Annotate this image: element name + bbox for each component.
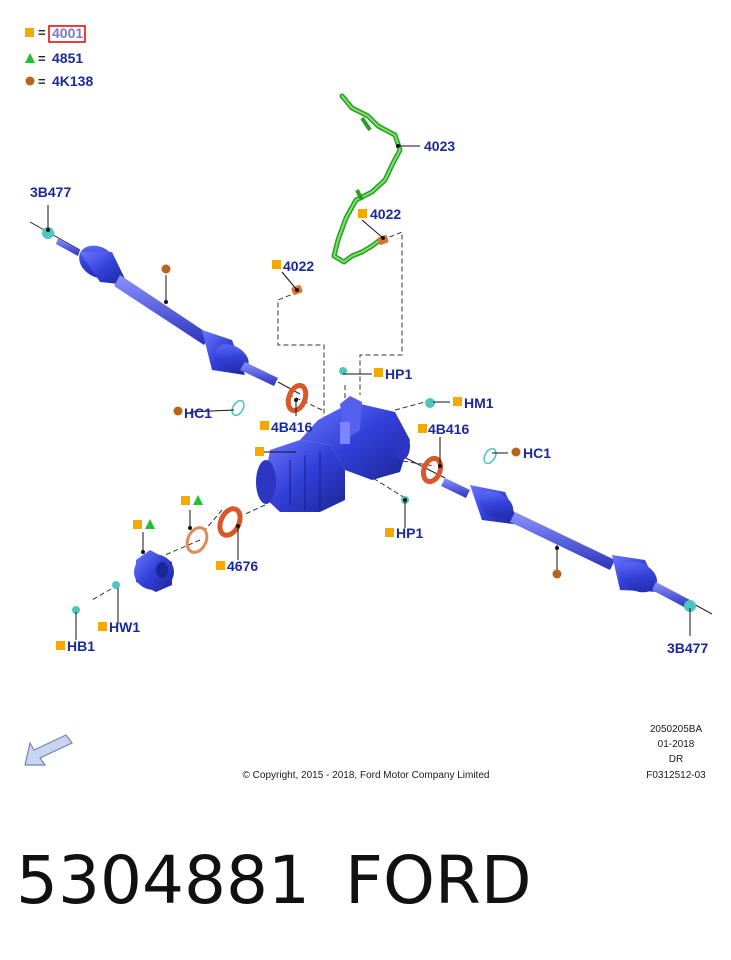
footer-date: 01-2018 xyxy=(658,739,695,750)
caption: 5304881 FORD xyxy=(16,842,532,919)
footer-code: 2050205BA xyxy=(650,724,703,735)
legend-eq-2: = xyxy=(38,51,46,66)
label-3B477-right: 3B477 xyxy=(667,640,708,656)
label-4B416-left: 4B416 xyxy=(271,419,312,435)
legend-code-4K138: 4K138 xyxy=(52,73,93,89)
legend: = 4001 = 4851 = 4K138 xyxy=(25,25,93,89)
front-arrow-icon xyxy=(24,734,73,766)
label-HC1-right: HC1 xyxy=(523,445,551,461)
differential-housing xyxy=(256,396,410,512)
brand-name: FORD xyxy=(345,842,532,919)
copyright-notice: © Copyright, 2015 - 2018, Ford Motor Com… xyxy=(243,770,490,781)
breather-hose xyxy=(331,93,403,265)
diagram-footer: 2050205BA 01-2018 DR F0312512-03 © Copyr… xyxy=(243,724,707,781)
legend-triangle-marker xyxy=(25,53,35,63)
label-HP1-bottom: HP1 xyxy=(396,525,423,541)
left-halfshaft xyxy=(29,221,301,395)
callout-markers xyxy=(56,209,562,650)
legend-code-4001: 4001 xyxy=(52,25,83,41)
legend-square-marker xyxy=(25,28,34,37)
right-halfshaft xyxy=(399,454,713,615)
label-3B477-left: 3B477 xyxy=(30,184,71,200)
legend-eq-3: = xyxy=(38,74,46,89)
label-HC1-left: HC1 xyxy=(184,405,212,421)
legend-code-4851: 4851 xyxy=(52,50,83,66)
footer-variant: DR xyxy=(669,754,683,765)
label-4B416-right: 4B416 xyxy=(428,421,469,437)
output-flange xyxy=(134,550,174,592)
legend-highlight-box xyxy=(48,25,86,43)
footer-ref: F0312512-03 xyxy=(646,770,706,781)
label-HP1-top: HP1 xyxy=(385,366,412,382)
label-HM1: HM1 xyxy=(464,395,494,411)
label-4022-lower: 4022 xyxy=(283,258,314,274)
part-number: 5304881 xyxy=(16,842,310,919)
legend-eq-1: = xyxy=(38,25,46,40)
label-4023: 4023 xyxy=(424,138,455,154)
callout-labels: 4023 4022 4022 3B477 HP1 HM1 HC1 4B416 4… xyxy=(30,138,708,656)
label-HW1: HW1 xyxy=(109,619,140,635)
circlips xyxy=(231,399,497,465)
label-4676: 4676 xyxy=(227,558,258,574)
legend-circle-marker xyxy=(25,76,35,86)
leader-lines xyxy=(46,144,691,640)
fasteners xyxy=(42,227,696,614)
label-4022-upper: 4022 xyxy=(370,206,401,222)
label-HB1: HB1 xyxy=(67,638,95,654)
